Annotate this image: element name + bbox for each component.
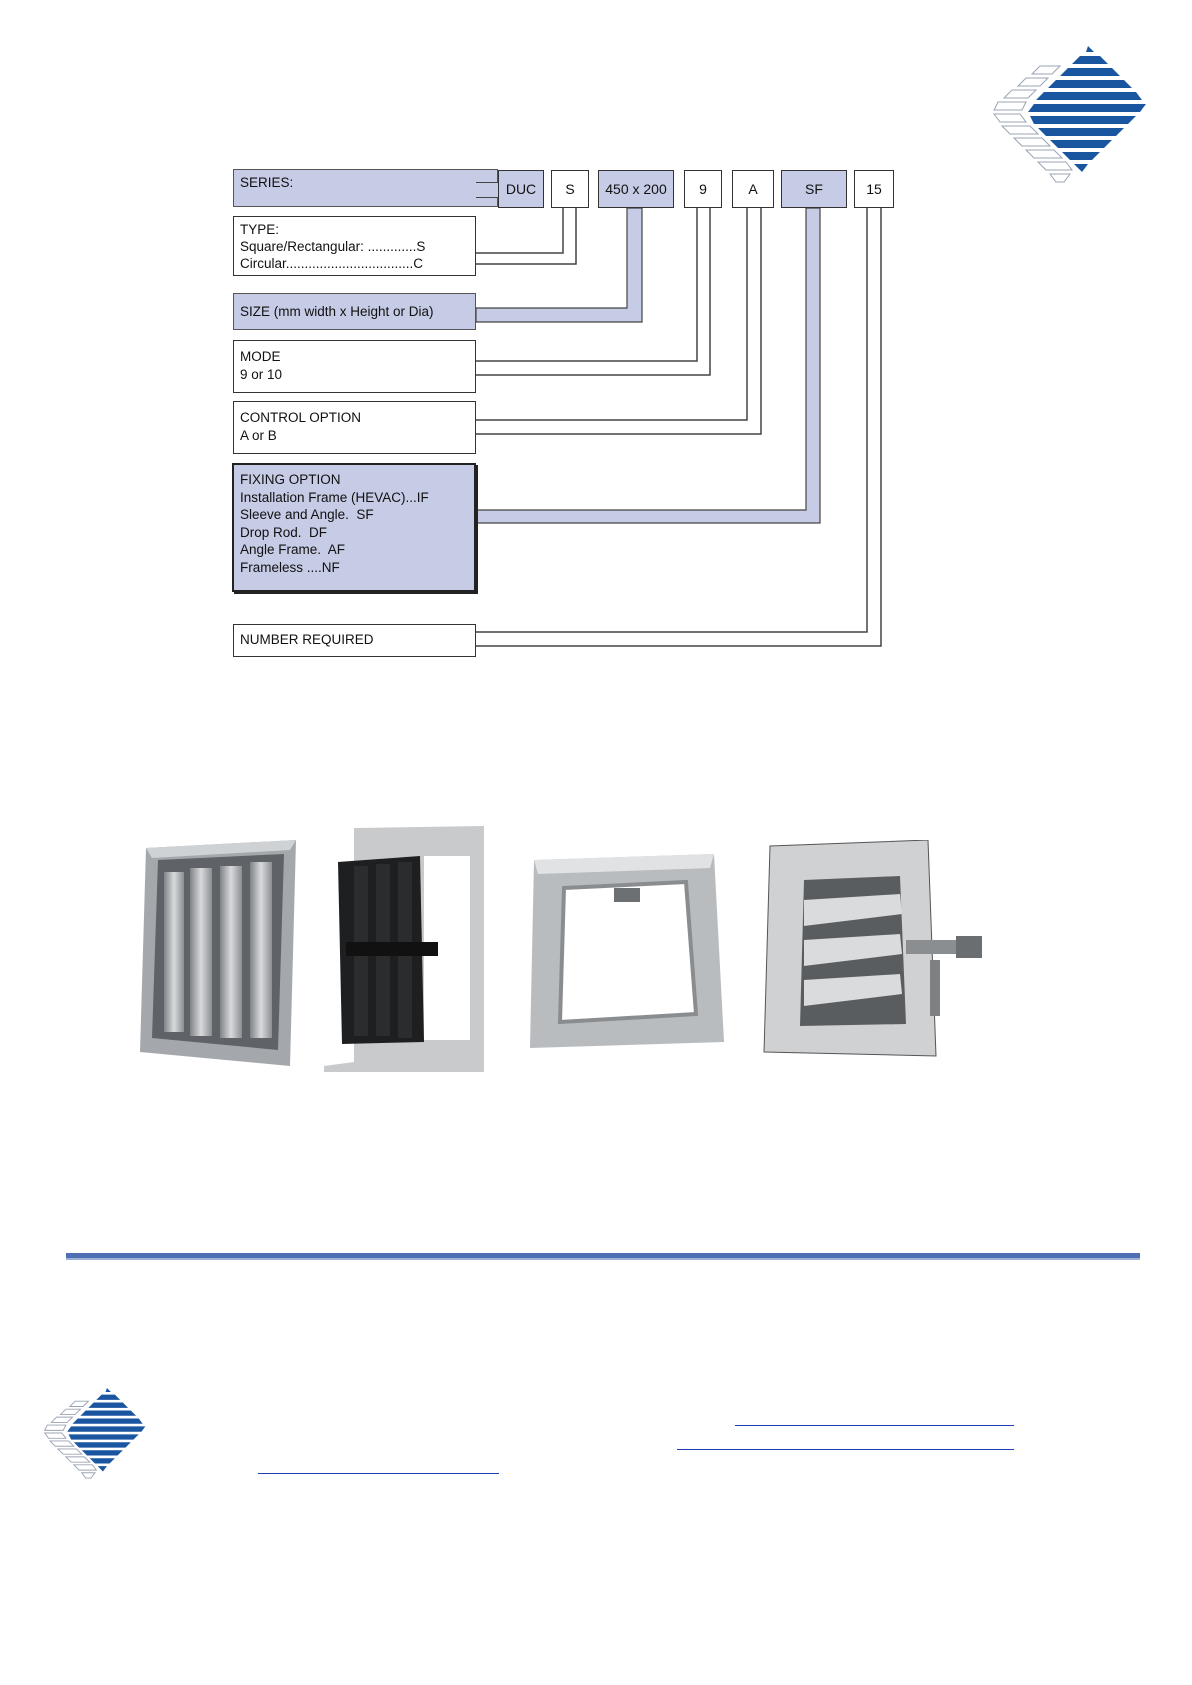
product-photo-installation-frame [140,840,296,1066]
fixing-option-af: Angle Frame. AF [240,542,346,557]
footer-link-1-underline[interactable] [735,1425,1014,1426]
fixing-box: FIXING OPTION Installation Frame (HEVAC)… [232,463,476,592]
size-box: SIZE (mm width x Height or Dia) [233,293,476,330]
code-fixing: SF [781,170,847,208]
company-logo-bottom [43,1387,146,1479]
control-options: A or B [240,428,277,443]
mode-title: MODE [240,349,281,364]
logo-blue-stripes [1028,46,1146,172]
control-box: CONTROL OPTION A or B [233,401,476,454]
series-label-text: SERIES: [240,175,294,190]
logo-outline-stripes [993,65,1073,183]
fixing-option-df: Drop Rod. DF [240,524,328,540]
mode-box: MODE 9 or 10 [233,340,476,393]
control-title: CONTROL OPTION [240,410,362,425]
series-connector-band [476,182,500,198]
code-type: S [551,170,589,208]
fixing-option-if: Installation Frame (HEVAC)...IF [240,489,429,505]
number-box: NUMBER REQUIRED [233,624,476,657]
company-logo-top [993,46,1146,183]
type-option-square: Square/Rectangular: .............S [240,239,426,254]
code-series: DUC [498,170,544,208]
logo-outline-stripes-small [43,1400,98,1479]
type-option-circular: Circular................................… [240,256,424,271]
code-mode: 9 [684,170,722,208]
logo-blue-stripes-small [67,1387,146,1472]
type-box: TYPE: Square/Rectangular: .............S… [233,216,476,276]
product-photo-sleeve-and-angle [324,826,484,1072]
fixing-option-sf: Sleeve and Angle. SF [240,507,374,522]
code-number: 15 [854,170,894,208]
code-control: A [732,170,774,208]
code-size: 450 x 200 [598,170,674,208]
fixing-title: FIXING OPTION [240,472,341,487]
mode-options: 9 or 10 [240,367,283,382]
number-label: NUMBER REQUIRED [240,632,374,647]
size-label: SIZE (mm width x Height or Dia) [240,304,434,319]
section-divider [66,1253,1140,1260]
series-label: SERIES: [233,169,498,207]
type-title: TYPE: [240,222,280,237]
fixing-option-nf: Frameless ....NF [240,559,340,575]
product-photo-angle-frame [763,840,982,1057]
product-photo-drop-rod [530,854,724,1048]
footer-link-2-underline[interactable] [677,1449,1014,1450]
footer-link-3-underline[interactable] [258,1473,499,1474]
ordering-code-connectors [475,207,882,647]
